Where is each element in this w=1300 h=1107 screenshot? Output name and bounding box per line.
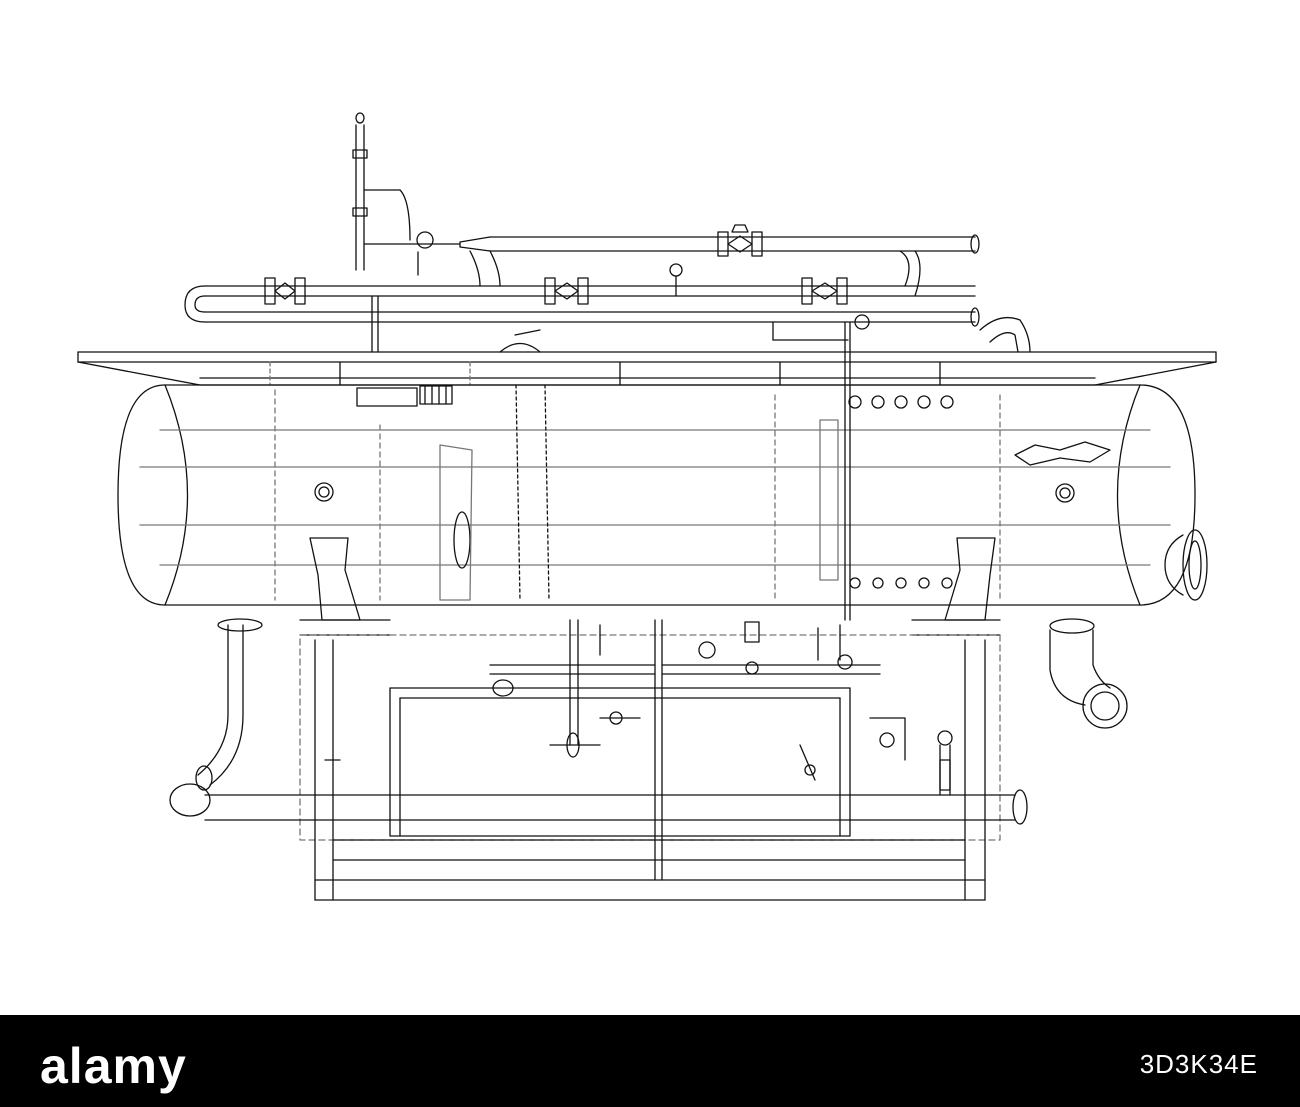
top-platform [77,351,1217,386]
separator-vessel-diagram [77,112,1217,901]
stock-logo: alamy [40,1038,187,1094]
saddle-supports [299,537,1001,636]
wireframe-drawing [77,112,1217,901]
upper-piping [184,112,1031,621]
image-id-label: 3D3K34E [1139,1049,1258,1079]
skid-frame [299,619,1001,901]
bottom-manifold [169,618,1128,825]
horizontal-vessel [117,384,1208,606]
watermark-footer: alamy 3D3K34E [0,1015,1300,1107]
lower-instrument-piping [324,619,953,796]
